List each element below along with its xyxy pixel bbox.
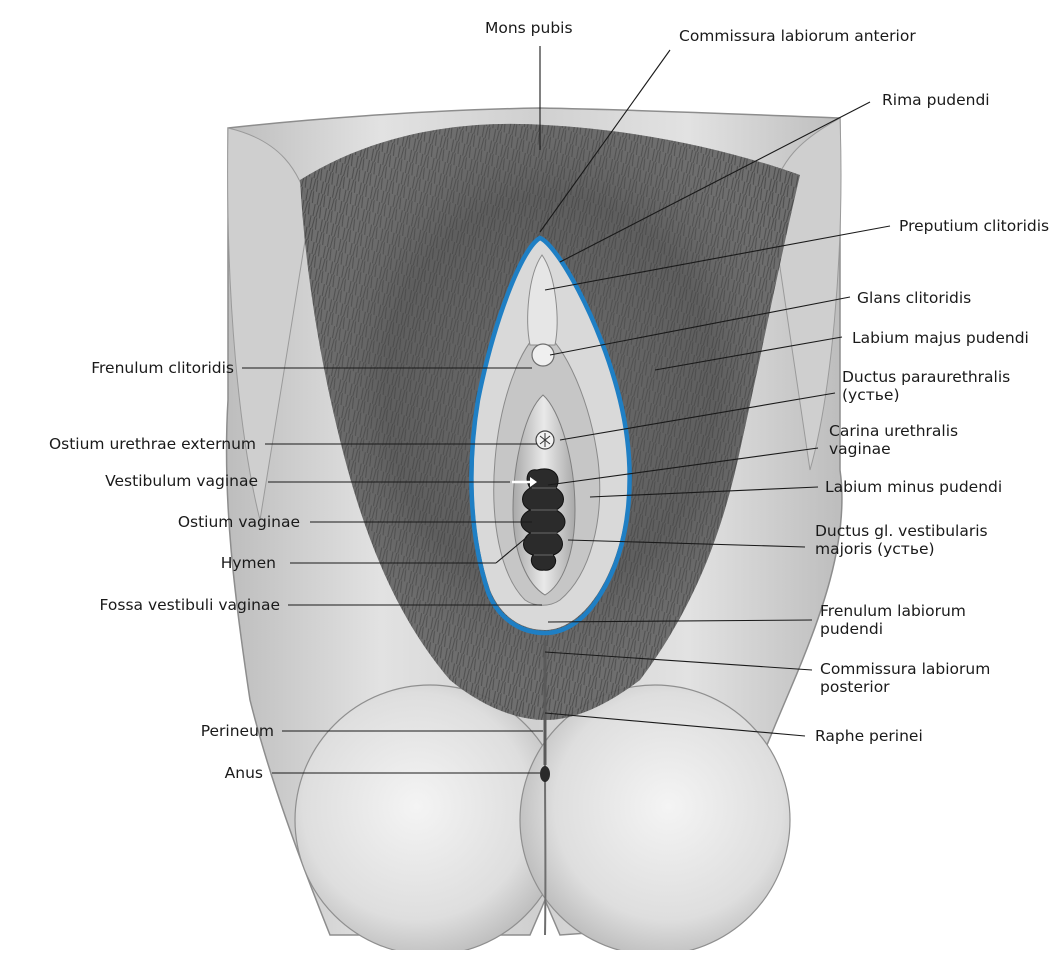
- label-perineum: Perineum: [201, 722, 274, 740]
- label-commissura-anterior: Commissura labiorum anterior: [679, 27, 916, 45]
- label-preputium-clitoridis: Preputium clitoridis: [899, 217, 1049, 235]
- label-ductus-paraurethralis-line1: Ductus paraurethralis: [842, 368, 1010, 386]
- label-commissura-posterior: Commissura labiorum posterior: [820, 660, 990, 696]
- label-labium-minus: Labium minus pudendi: [825, 478, 1002, 496]
- label-carina-urethralis-line1: Carina urethralis: [829, 422, 958, 440]
- label-hymen: Hymen: [221, 554, 276, 572]
- label-labium-majus: Labium majus pudendi: [852, 329, 1029, 347]
- label-frenulum-labiorum-line1: Frenulum labiorum: [820, 602, 966, 620]
- label-carina-urethralis: Carina urethralis vaginae: [829, 422, 958, 458]
- label-ductus-paraurethralis-line2: (устье): [842, 386, 1010, 404]
- label-frenulum-clitoridis: Frenulum clitoridis: [91, 359, 234, 377]
- anus-shape: [540, 766, 550, 782]
- label-ostium-vaginae: Ostium vaginae: [178, 513, 300, 531]
- label-commissura-posterior-line1: Commissura labiorum: [820, 660, 990, 678]
- label-carina-urethralis-line2: vaginae: [829, 440, 958, 458]
- label-vestibulum-vaginae: Vestibulum vaginae: [105, 472, 258, 490]
- label-frenulum-labiorum-line2: pudendi: [820, 620, 966, 638]
- label-ductus-gl-line2: majoris (устье): [815, 540, 988, 558]
- label-glans-clitoridis: Glans clitoridis: [857, 289, 971, 307]
- label-anus: Anus: [225, 764, 263, 782]
- buttock-right: [520, 685, 790, 955]
- label-frenulum-labiorum: Frenulum labiorum pudendi: [820, 602, 966, 638]
- label-fossa-vestibuli: Fossa vestibuli vaginae: [100, 596, 280, 614]
- label-ductus-gl-line1: Ductus gl. vestibularis: [815, 522, 988, 540]
- lower-page-cover: [0, 950, 1059, 959]
- label-mons-pubis: Mons pubis: [485, 19, 573, 37]
- label-ductus-paraurethralis: Ductus paraurethralis (устье): [842, 368, 1010, 404]
- label-raphe-perinei: Raphe perinei: [815, 727, 923, 745]
- label-ductus-gl-vestibularis: Ductus gl. vestibularis majoris (устье): [815, 522, 988, 558]
- label-commissura-posterior-line2: posterior: [820, 678, 990, 696]
- label-rima-pudendi: Rima pudendi: [882, 91, 990, 109]
- label-ostium-urethrae: Ostium urethrae externum: [49, 435, 256, 453]
